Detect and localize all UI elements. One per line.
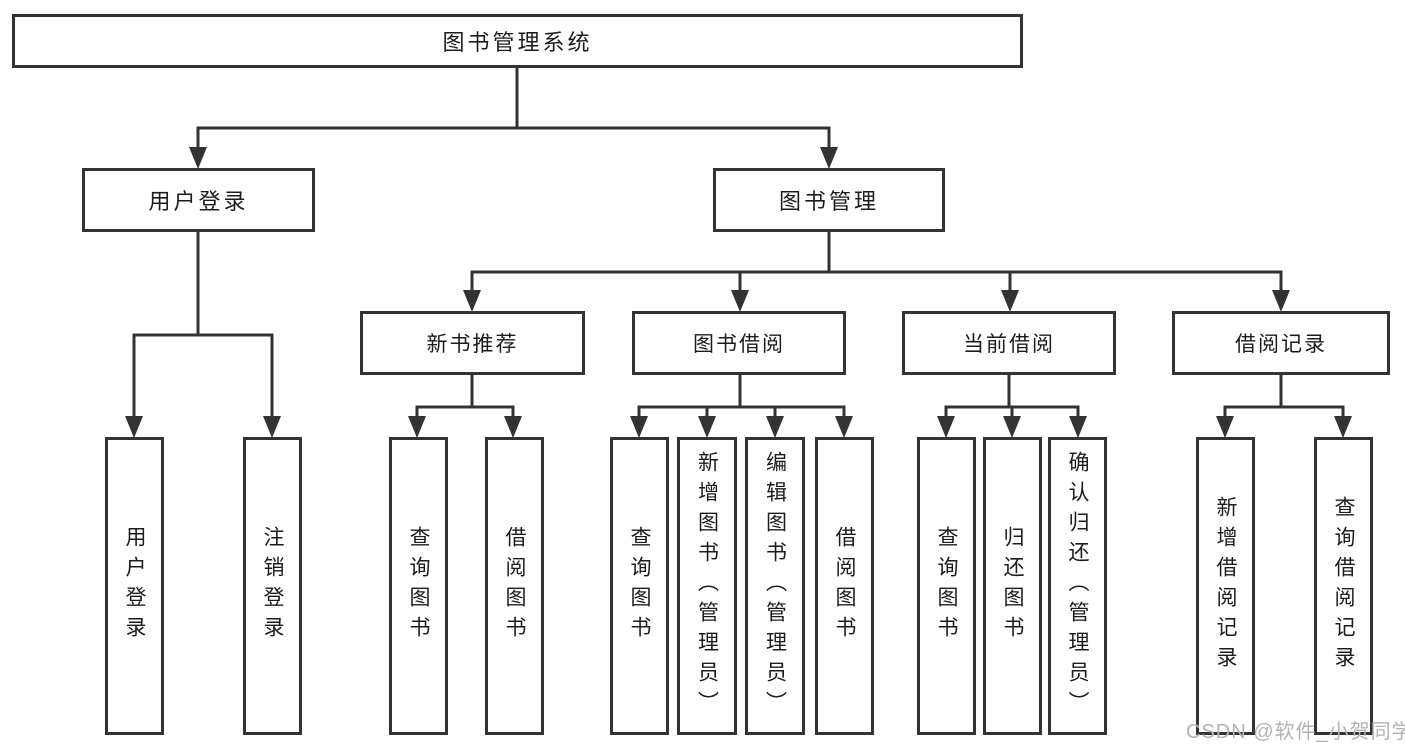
node-label: 查询图书	[935, 526, 958, 646]
leaf-query-borrow-record: 查询借阅记录	[1314, 437, 1373, 735]
node-label: 确认归还（管理员）	[1066, 451, 1089, 721]
node-book-borrowing: 图书借阅	[632, 311, 846, 375]
arrow-down-icon	[263, 416, 281, 438]
node-label: 新增借阅记录	[1214, 496, 1237, 676]
node-label: 用户登录	[148, 189, 249, 214]
arrow-down-icon	[820, 147, 838, 169]
node-label: 查询借阅记录	[1332, 496, 1355, 676]
leaf-return-books: 归还图书	[983, 437, 1042, 735]
arrow-down-icon	[1334, 416, 1352, 438]
csdn-watermark: CSDN @软件_小贺同学	[1186, 721, 1405, 743]
leaf-confirm-return-admin: 确认归还（管理员）	[1048, 437, 1107, 735]
node-label: 借阅记录	[1235, 333, 1327, 356]
leaf-add-borrow-record: 新增借阅记录	[1196, 437, 1255, 735]
node-label: 查询图书	[628, 526, 651, 646]
leaf-add-book-admin: 新增图书（管理员）	[677, 437, 737, 735]
arrow-down-icon	[630, 416, 648, 438]
arrow-down-icon	[1216, 416, 1234, 438]
arrow-down-icon	[125, 416, 143, 438]
leaf-logout: 注销登录	[243, 437, 302, 735]
arrow-down-icon	[766, 416, 784, 438]
node-label: 编辑图书（管理员）	[763, 451, 787, 721]
node-new-book-recommend: 新书推荐	[360, 311, 585, 375]
node-label: 图书管理	[778, 189, 879, 214]
node-library-system: 图书管理系统	[12, 14, 1023, 68]
node-label: 新书推荐	[426, 333, 519, 356]
arrow-down-icon	[835, 416, 853, 438]
node-borrowing-records: 借阅记录	[1172, 311, 1390, 375]
arrow-down-icon	[189, 147, 207, 169]
node-label: 归还图书	[1001, 526, 1024, 646]
node-label: 图书管理系统	[442, 30, 593, 55]
node-label: 查询图书	[407, 526, 430, 646]
leaf-user-login: 用户登录	[105, 437, 164, 735]
arrow-down-icon	[731, 290, 749, 312]
arrow-down-icon	[937, 416, 955, 438]
arrow-down-icon	[463, 290, 481, 312]
leaf-query-books-current: 查询图书	[917, 437, 976, 735]
arrow-down-icon	[1003, 416, 1021, 438]
node-user-login: 用户登录	[82, 168, 315, 232]
node-label: 借阅图书	[503, 526, 526, 646]
node-book-management: 图书管理	[713, 168, 945, 232]
arrow-down-icon	[1069, 416, 1087, 438]
node-label: 新增图书（管理员）	[695, 451, 719, 721]
node-label: 图书借阅	[693, 333, 785, 356]
node-label: 借阅图书	[833, 526, 856, 646]
leaf-borrow-books-recommend: 借阅图书	[485, 437, 544, 735]
arrow-down-icon	[504, 416, 522, 438]
leaf-query-books-borrow: 查询图书	[610, 437, 669, 735]
node-label: 注销登录	[261, 526, 284, 646]
leaf-edit-book-admin: 编辑图书（管理员）	[745, 437, 805, 735]
leaf-query-books-recommend: 查询图书	[389, 437, 448, 735]
node-current-borrowing: 当前借阅	[902, 311, 1116, 375]
arrow-down-icon	[1272, 290, 1290, 312]
node-label: 用户登录	[123, 526, 146, 646]
arrow-down-icon	[1001, 290, 1019, 312]
node-label: 当前借阅	[963, 333, 1055, 356]
arrow-down-icon	[698, 416, 716, 438]
arrow-down-icon	[408, 416, 426, 438]
leaf-borrow-books: 借阅图书	[815, 437, 874, 735]
